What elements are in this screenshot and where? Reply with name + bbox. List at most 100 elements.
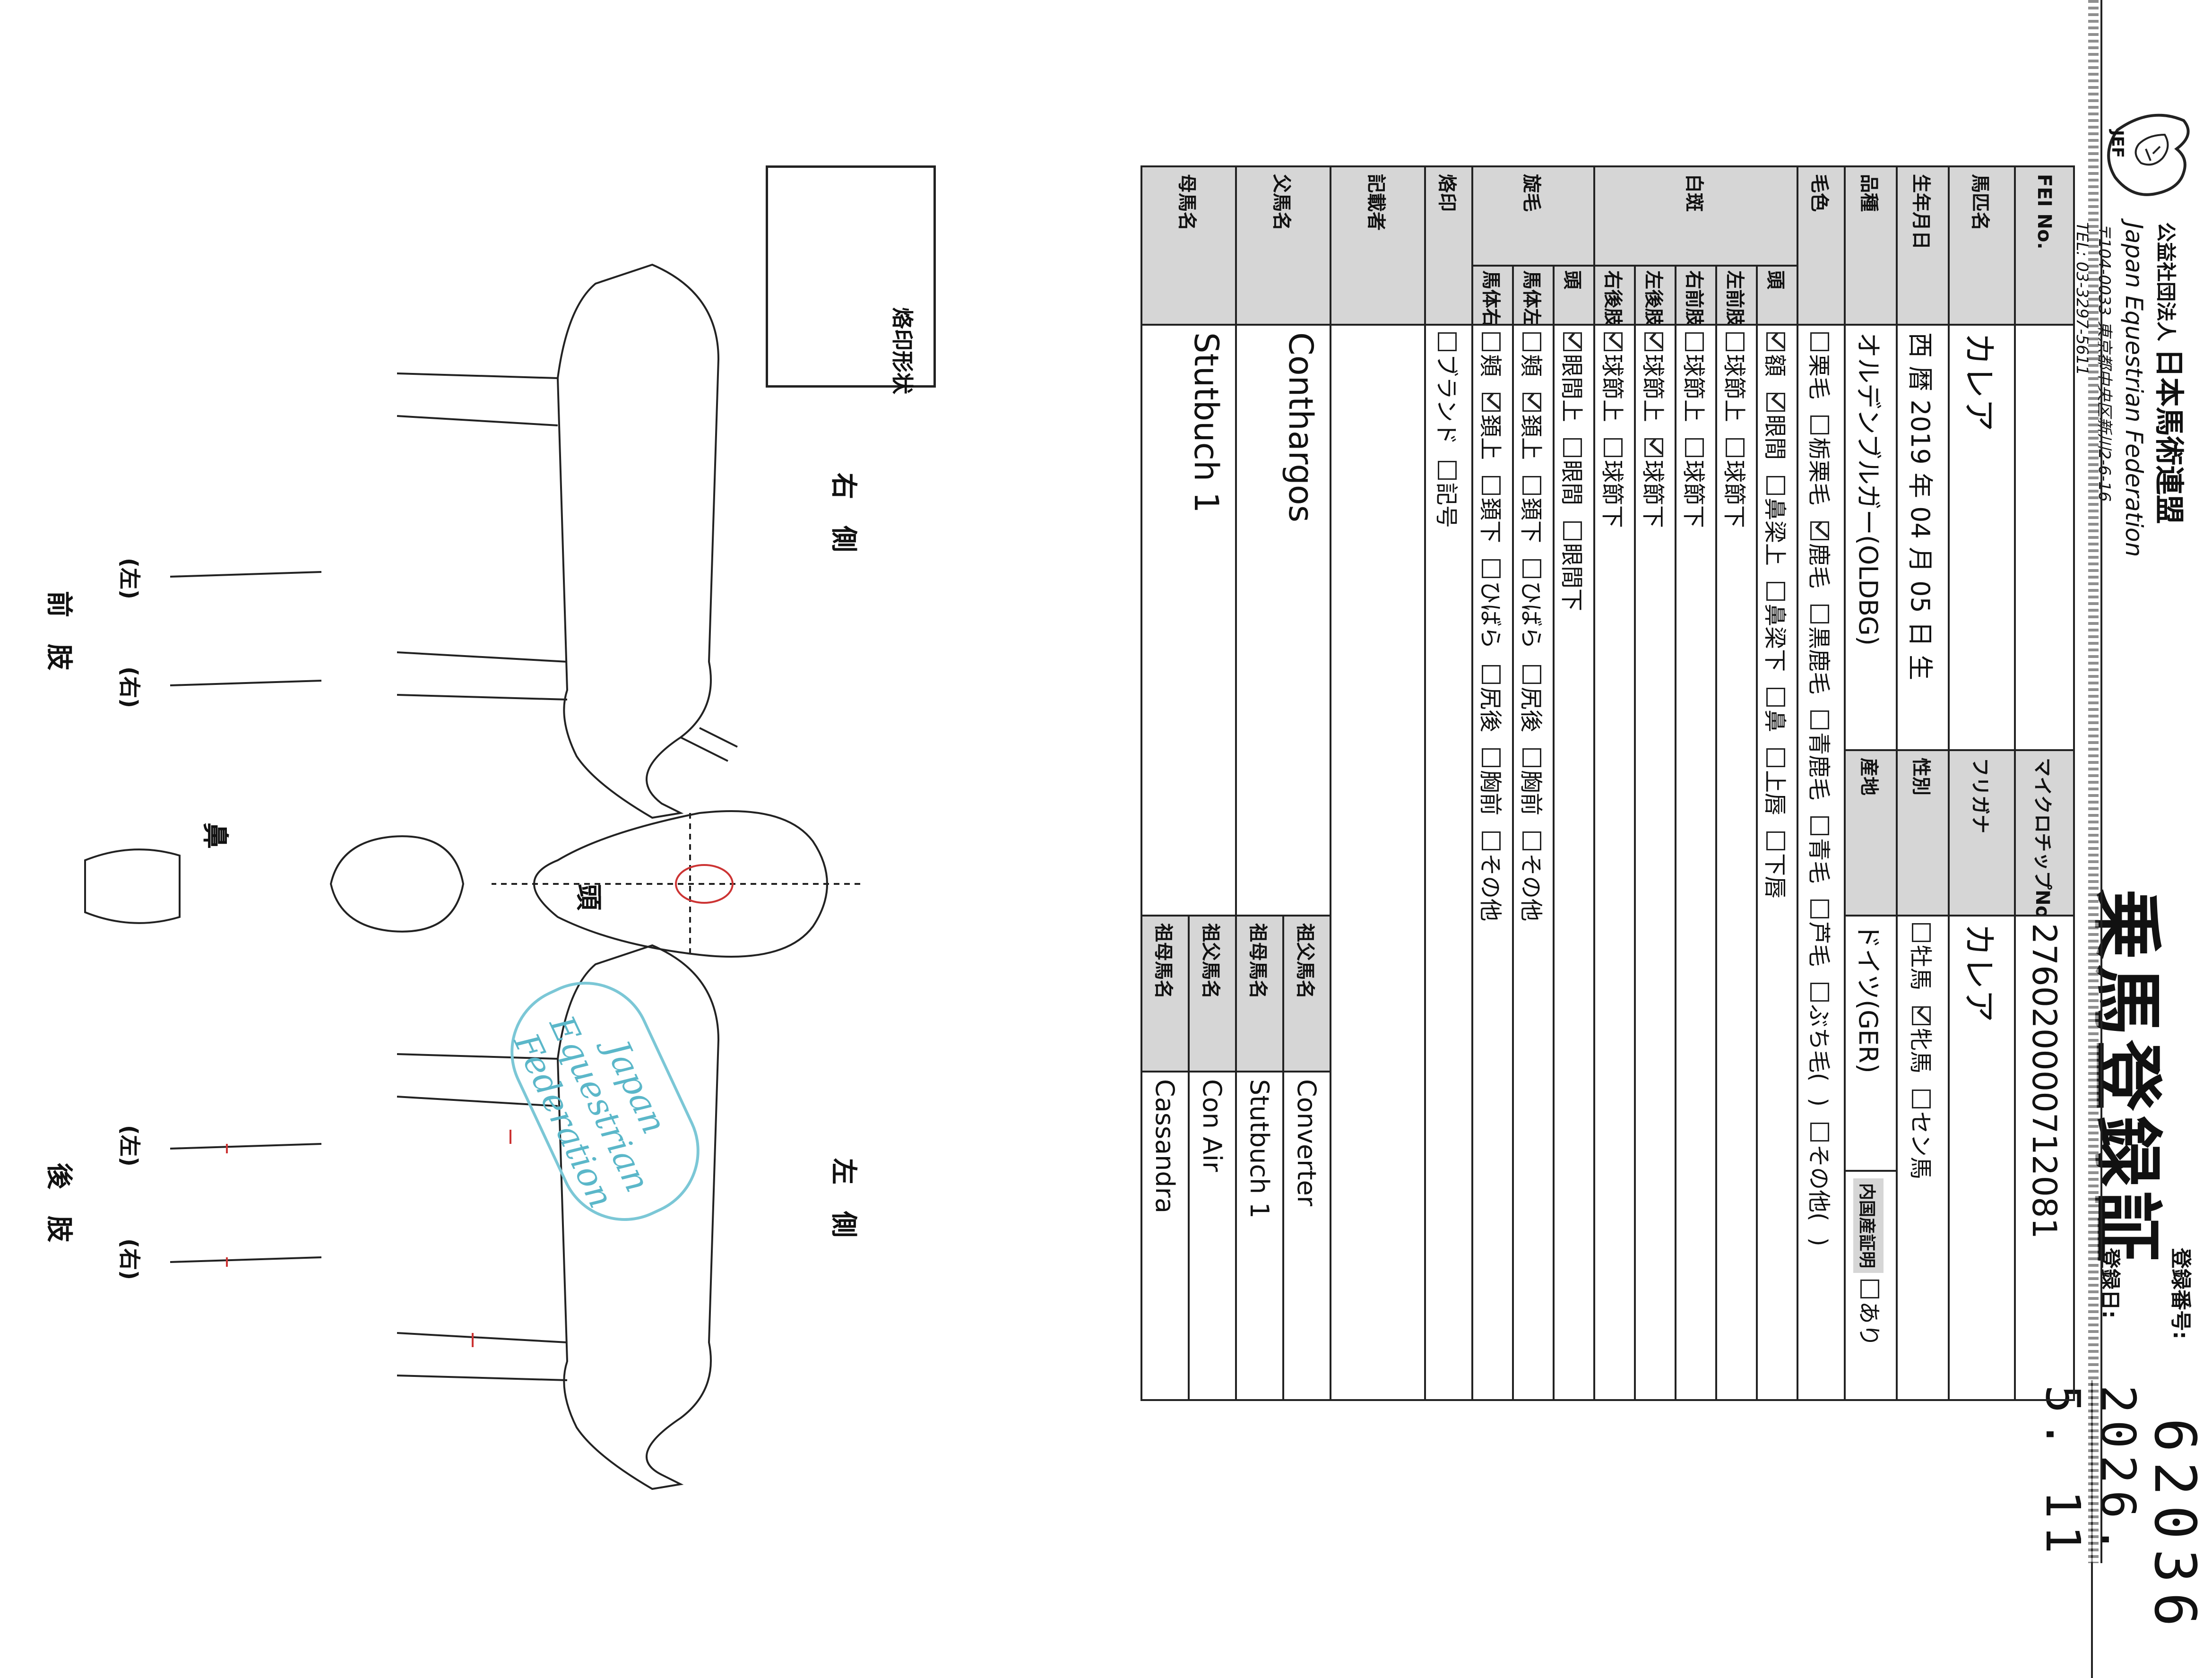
checkbox-icon bbox=[1810, 900, 1829, 919]
row-fei: FEI No. マイクロチップNo. 276020000712081 bbox=[2015, 166, 2074, 1401]
option-label: 栗毛 bbox=[1806, 354, 1832, 400]
checkbox-icon bbox=[1522, 476, 1541, 495]
checkbox-icon bbox=[1810, 816, 1829, 836]
value-dam: Stutbuch 1 bbox=[1141, 325, 1236, 916]
row-birth: 生年月日 西 暦 2019 年 04 月 05 日 生 性別 牡馬牝馬セン馬 bbox=[1897, 166, 1949, 1401]
option-label: 頚上 bbox=[1477, 415, 1503, 460]
whorl-options-1: 頬頚上頚下ひばら尻後胸前その他 bbox=[1513, 325, 1554, 1401]
checkbox-icon bbox=[1810, 710, 1829, 730]
row-white-rh: 右後肢 球節上球節下 bbox=[1594, 166, 1635, 1401]
checkbox-icon bbox=[1685, 332, 1704, 352]
row-whorl-head: 旋毛 頭 眼間上眼間眼間下 bbox=[1472, 166, 1594, 1401]
label-hind-left: (左) bbox=[117, 1125, 142, 1167]
checkbox-icon bbox=[1482, 831, 1501, 851]
checkbox-icon bbox=[1860, 1280, 1880, 1299]
option-5: 胸前 bbox=[1518, 748, 1544, 815]
label-hindlimbs: 後 肢 bbox=[43, 1163, 74, 1242]
checkbox-icon bbox=[1563, 332, 1582, 352]
option-label: 球節上 bbox=[1599, 354, 1625, 423]
checkbox-icon bbox=[1810, 332, 1829, 352]
option-5: 上唇 bbox=[1762, 748, 1788, 815]
row-whorl-right: 馬体右 頬頚上頚下ひばら尻後胸前その他 bbox=[1472, 166, 1513, 1401]
option-label: 眼間 bbox=[1558, 460, 1585, 506]
option-3: ひばら bbox=[1518, 559, 1544, 649]
head-front bbox=[533, 810, 828, 958]
white-sub-3: 左後肢 bbox=[1635, 266, 1676, 325]
option-5: 胸前 bbox=[1477, 748, 1503, 815]
value-recorder bbox=[1331, 325, 1425, 1401]
option-label: 上唇 bbox=[1762, 770, 1788, 816]
option-label: 眼間下 bbox=[1558, 543, 1585, 612]
option-label: 芦毛 bbox=[1806, 921, 1832, 967]
checkbox-icon bbox=[1766, 831, 1785, 851]
option-label: 尻後 bbox=[1518, 687, 1544, 733]
reg-no-label: 登録番号: bbox=[2169, 1248, 2193, 1340]
checkbox-icon bbox=[1644, 332, 1663, 352]
value-breed: オルデンブルガー(OLDBG) bbox=[1845, 325, 1897, 751]
option-label: 青鹿毛 bbox=[1806, 732, 1832, 801]
white-options-0: 額眼間鼻梁上鼻梁下鼻上唇下唇 bbox=[1757, 325, 1797, 1401]
option-label: 眼間 bbox=[1762, 415, 1788, 460]
label-nose: 鼻 bbox=[199, 822, 230, 849]
option-label: 頬 bbox=[1477, 354, 1503, 377]
checkbox-icon bbox=[1438, 461, 1457, 480]
option-0: 眼間上 bbox=[1558, 332, 1585, 422]
label-fei-no: FEI No. bbox=[2015, 166, 2074, 325]
option-7: ぶち毛( bbox=[1806, 983, 1832, 1081]
decorative-border bbox=[2088, 0, 2099, 1563]
sex-options: 牡馬牝馬セン馬 bbox=[1897, 916, 1949, 1401]
option-label: 球節上 bbox=[1680, 354, 1707, 423]
row-breed: 品種 オルデンブルガー(OLDBG) 産地 ドイツ(GER) 内国産証明あり bbox=[1845, 166, 1897, 1401]
option-6: その他 bbox=[1477, 831, 1503, 921]
row-brand: 烙印 ブランド記号 bbox=[1425, 166, 1472, 1401]
label-fore-right: (右) bbox=[117, 666, 142, 709]
option-2: セン馬 bbox=[1907, 1090, 1934, 1179]
option-label: 鼻梁上 bbox=[1762, 498, 1788, 566]
coat-options: 栗毛栃栗毛鹿毛黒鹿毛青鹿毛青毛芦毛ぶち毛()その他() bbox=[1797, 325, 1845, 1401]
option-1: 球節下 bbox=[1680, 438, 1707, 528]
checkbox-icon bbox=[1522, 831, 1541, 851]
horse-diagrams bbox=[84, 263, 860, 1490]
option-label: 球節下 bbox=[1640, 460, 1666, 528]
option-3: ひばら bbox=[1477, 559, 1503, 649]
checkbox-icon bbox=[1766, 393, 1785, 412]
label-dam-dam: 祖母馬名 bbox=[1141, 916, 1189, 1072]
checkbox-icon bbox=[1482, 665, 1501, 684]
label-origin: 産地 bbox=[1845, 750, 1897, 916]
white-sub-4: 右後肢 bbox=[1594, 266, 1635, 325]
label-furigana: フリガナ bbox=[1949, 750, 2015, 916]
option-0: 栗毛 bbox=[1806, 332, 1832, 399]
option-1: 球節下 bbox=[1721, 438, 1747, 528]
checkbox-icon bbox=[1522, 393, 1541, 412]
option-1: 眼間 bbox=[1762, 393, 1788, 460]
option-label: 額 bbox=[1762, 354, 1788, 377]
checkbox-icon bbox=[1522, 559, 1541, 579]
hindlimb-right bbox=[170, 1256, 322, 1263]
label-sire-dam: 祖母馬名 bbox=[1236, 916, 1283, 1072]
option-1: 頚上 bbox=[1477, 393, 1503, 460]
checkbox-icon bbox=[1766, 332, 1785, 352]
option-label: 黒鹿毛 bbox=[1806, 626, 1832, 695]
option-4: 鼻 bbox=[1762, 688, 1788, 732]
label-sire-sire: 祖父馬名 bbox=[1283, 916, 1331, 1072]
option-1: 眼間 bbox=[1558, 438, 1585, 505]
option-0: ブランド bbox=[1433, 332, 1460, 445]
domestic-options: あり bbox=[1856, 1280, 1883, 1363]
option-label: 頚下 bbox=[1518, 498, 1544, 544]
label-breed: 品種 bbox=[1845, 166, 1897, 325]
option-label: 牡馬 bbox=[1907, 945, 1934, 991]
checkbox-icon bbox=[1604, 438, 1623, 458]
label-sire: 父馬名 bbox=[1236, 166, 1331, 325]
registration-certificate: JEF 公益社団法人 日本馬術連盟 Japan Equestrian Feder… bbox=[0, 0, 2212, 1563]
label-domestic: 内国産証明 bbox=[1853, 1178, 1884, 1273]
reg-no-value: 62036 bbox=[2142, 1418, 2207, 1636]
checkbox-icon bbox=[1912, 923, 1931, 943]
option-label: 下唇 bbox=[1762, 853, 1788, 899]
white-sub-2: 右前肢 bbox=[1676, 266, 1716, 325]
row-recorder: 記載者 bbox=[1331, 166, 1425, 1401]
option-3: 黒鹿毛 bbox=[1806, 605, 1832, 694]
value-microchip: 276020000712081 bbox=[2015, 916, 2074, 1401]
option-0: 球節上 bbox=[1640, 332, 1666, 422]
option-label: ブランド bbox=[1433, 354, 1460, 445]
label-forelimbs: 前 肢 bbox=[43, 591, 74, 670]
